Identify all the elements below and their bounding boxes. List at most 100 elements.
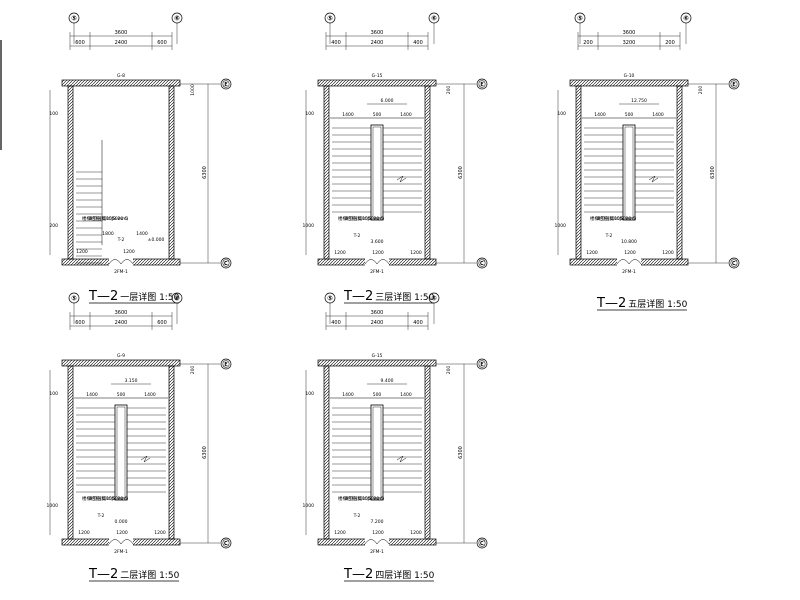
wall-top: [317, 359, 437, 367]
dim-overall-width: 3600: [623, 30, 636, 36]
dim-segment: 600: [157, 40, 167, 46]
annotation-note: 详见国标05J8-20-5: [344, 495, 384, 502]
dim-bottom: 1200: [410, 530, 422, 536]
dim-segment: 600: [75, 40, 85, 46]
axis-bubble-right-label: ⑥: [174, 15, 180, 23]
beam-label: G-10: [624, 73, 635, 79]
door-swing: [108, 259, 134, 265]
dim-side-a: 100: [557, 111, 566, 117]
door-opening: [109, 538, 133, 546]
dim-stair-seg: 500: [117, 392, 126, 398]
dim-overall-width: 3600: [371, 30, 384, 36]
stair-tag: T-2: [605, 233, 613, 239]
plan-title-suffix: 五层详图 1:50: [628, 298, 687, 310]
annotation-note: 详见国标05J8-20-5: [344, 215, 384, 222]
dim-side-b: 1000: [555, 223, 567, 229]
dim-stair-seg: 1400: [400, 392, 412, 398]
dim-segment: 2400: [115, 40, 128, 46]
axis-bubble-c: [220, 257, 232, 269]
door-swing: [364, 259, 390, 265]
dim-overall-width: 3600: [371, 310, 384, 316]
wall-top: [317, 79, 437, 87]
break-mark: [396, 455, 407, 463]
break-mark: [140, 455, 151, 463]
wall-left: [67, 85, 74, 260]
wall-left: [323, 365, 330, 540]
dim-side-a: 100: [49, 391, 58, 397]
beam-label: G-15: [372, 353, 383, 359]
dim-inner-b: 1400: [136, 231, 148, 237]
dim-segment: 600: [157, 320, 167, 326]
plan-title-prefix: T—2: [343, 567, 373, 582]
dim-inner-a: 1800: [102, 231, 114, 237]
dim-overall-height: 6300: [202, 166, 208, 179]
wall-right: [424, 365, 431, 540]
dim-segment: 400: [413, 320, 423, 326]
dim-stair-seg: 1400: [86, 392, 98, 398]
plan-title-suffix: 四层详图 1:50: [375, 569, 434, 581]
wall-top: [61, 359, 181, 367]
door-label: 2FM-1: [370, 549, 384, 555]
dim-segment: 400: [331, 320, 341, 326]
dim-stair-seg: 500: [373, 112, 382, 118]
annotation-note: 楼梯栏杆(高1050mm): [82, 215, 128, 222]
dim-stair-seg: 500: [373, 392, 382, 398]
dim-bottom-opening: 1200: [123, 249, 135, 255]
beam-label: G-8: [117, 73, 125, 79]
axis-bubble-c-label: Ⓒ: [223, 539, 230, 548]
annotation-note: 楼梯栏杆(高1050mm): [338, 215, 384, 222]
dim-side-c: 200: [446, 86, 452, 95]
axis-bubble-right-label: ⑥: [683, 15, 689, 23]
axis-bubble-c-label: Ⓒ: [731, 259, 738, 268]
dim-side-a: 100: [305, 111, 314, 117]
axis-bubble-left-label: ⑤: [327, 295, 333, 303]
axis-bubble-c-label: Ⓒ: [479, 259, 486, 268]
dim-stair-seg: 1400: [652, 112, 664, 118]
dim-segment: 600: [75, 320, 85, 326]
dim-side-a: 100: [305, 391, 314, 397]
plan-title-prefix: T—2: [596, 296, 626, 311]
dim-stair-seg: 1400: [342, 392, 354, 398]
axis-bubble-e: [476, 78, 488, 90]
plan-title-suffix: 二层详图 1:50: [120, 569, 179, 581]
dim-side-b: 1000: [47, 503, 59, 509]
annotation-note: 楼梯栏杆(高1050mm): [590, 215, 636, 222]
dim-segment: 400: [413, 40, 423, 46]
level-label: ±0.000: [148, 237, 165, 243]
stair-well: [370, 404, 384, 501]
break-mark: [648, 175, 659, 183]
axis-bubble-right-label: ⑥: [431, 15, 437, 23]
door-swing: [616, 259, 642, 265]
axis-bubble-e: [220, 358, 232, 370]
beam-label: G-9: [117, 353, 125, 359]
wall-left: [575, 85, 582, 260]
dim-stair-seg: 1400: [400, 112, 412, 118]
axis-bubble-right-label: ⑥: [174, 295, 180, 303]
stair-tag: T-2: [117, 237, 125, 243]
dim-bottom: 1200: [78, 530, 90, 536]
level-top: 6.000: [381, 98, 394, 104]
door-label: 2FM-1: [114, 549, 128, 555]
dim-segment: 3200: [623, 40, 636, 46]
dim-overall-width: 3600: [115, 30, 128, 36]
dim-bottom: 1200: [586, 250, 598, 256]
annotation-note: 详见国标05J8-20-5: [88, 215, 128, 222]
dim-bottom: 1200: [116, 530, 128, 536]
dim-side-b: 200: [49, 223, 58, 229]
axis-bubble-left-label: ⑤: [71, 15, 77, 23]
dim-segment: 2400: [371, 40, 384, 46]
wall-right: [676, 85, 683, 260]
break-mark: [396, 175, 407, 183]
dim-stair-seg: 1400: [594, 112, 606, 118]
plan-title-suffix: 三层详图 1:50: [375, 291, 434, 303]
dim-stair-seg: 1400: [144, 392, 156, 398]
level-bottom: 0.000: [115, 519, 128, 525]
level-bottom: 3.600: [371, 239, 384, 245]
axis-bubble-e: [728, 78, 740, 90]
door-opening: [617, 258, 641, 266]
door-opening: [365, 538, 389, 546]
dim-bottom: 1200: [410, 250, 422, 256]
